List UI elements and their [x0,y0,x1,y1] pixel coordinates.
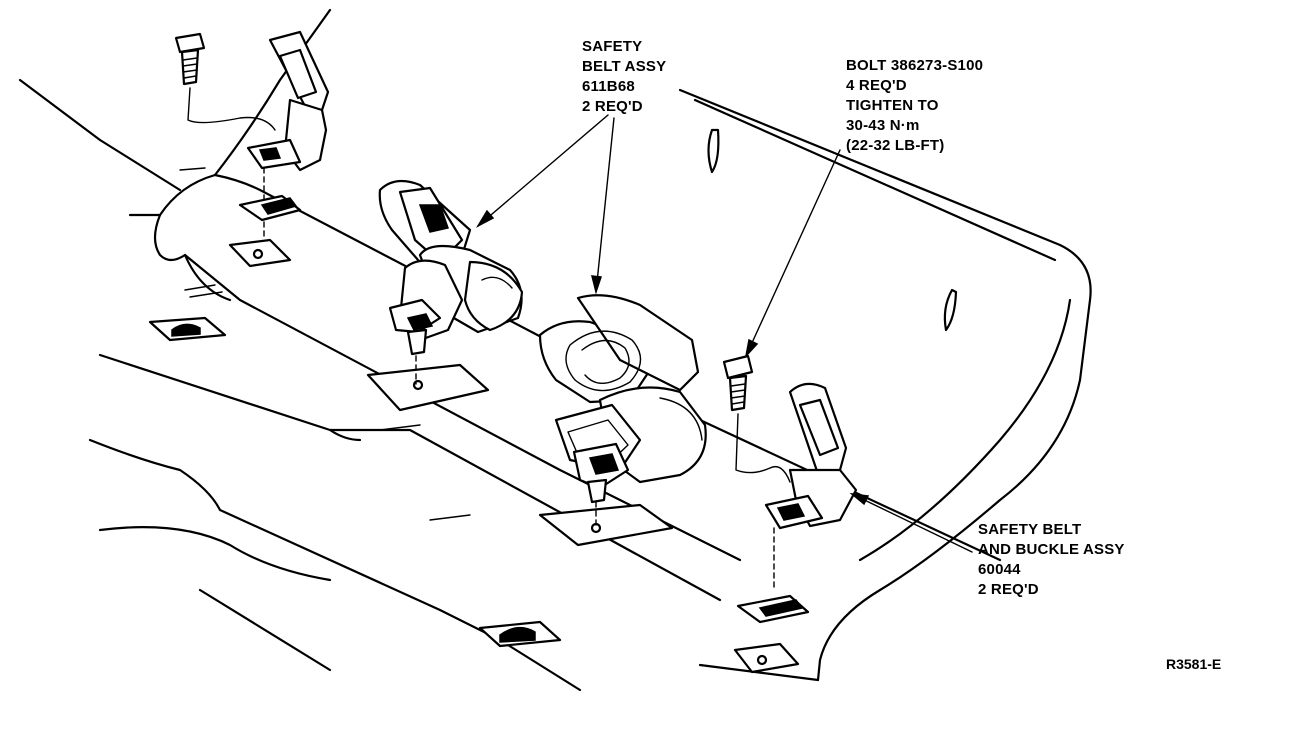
callout-line: SAFETY [582,38,643,55]
center-retractor-1 [378,179,524,385]
anchor-plate-3 [538,503,674,547]
buckle-callout: SAFETY BELT AND BUCKLE ASSY 60044 2 REQ'… [978,520,1125,600]
callout-line: AND BUCKLE ASSY [978,541,1125,558]
floor-slot-right [478,620,562,648]
package-tray [18,8,1002,692]
callout-line: BOLT 386273-S100 [846,57,984,74]
anchor-plate-1 [228,238,292,268]
callout-line: 60044 [978,561,1021,578]
figure-reference-code: R3581-E [1166,656,1222,672]
center-belt-callout: SAFETY BELT ASSY 611B68 2 REQ'D [582,37,666,117]
callout-line: TIGHTEN TO [846,97,939,114]
center-retractor-2 [538,294,707,527]
leader-lines [475,114,973,553]
left-buckle-assembly [174,30,330,237]
callout-line: BELT ASSY [582,58,667,75]
floor-slot-left [148,316,227,342]
callout-line: 4 REQ'D [846,77,907,94]
bolt-callout: BOLT 386273-S100 4 REQ'D TIGHTEN TO 30-4… [846,56,983,156]
callout-line: SAFETY BELT [978,521,1082,538]
callout-line: 30-43 N·m [846,117,920,134]
callout-line: 2 REQ'D [582,98,643,115]
anchor-plate-4 [733,642,800,674]
anchor-plate-2 [366,363,490,412]
callout-line: 2 REQ'D [978,581,1039,598]
rear-seat-back [678,88,1092,682]
right-buckle-assembly [722,354,858,624]
callout-line: (22-32 LB-FT) [846,137,945,154]
callout-line: 611B68 [582,78,635,95]
